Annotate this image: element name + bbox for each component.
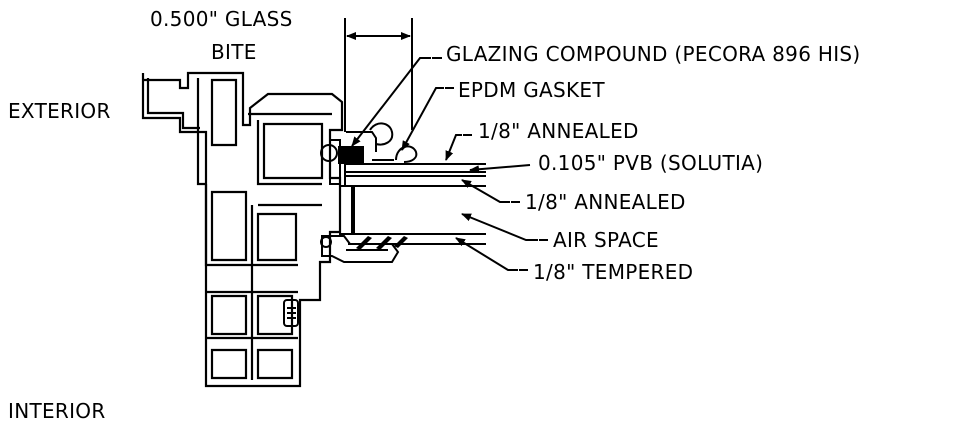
glass-bite-dimension xyxy=(344,18,413,132)
bottom-gasket-fins xyxy=(356,236,408,250)
annealed-bottom-label: 1/8" ANNEALED xyxy=(525,190,686,214)
label-dashes xyxy=(432,57,548,271)
interior-label: INTERIOR xyxy=(8,399,106,423)
glazing-compound-label: GLAZING COMPOUND (PECORA 896 HIS) xyxy=(446,42,861,66)
leaders xyxy=(351,57,538,271)
glazing-compound xyxy=(329,139,364,185)
spacer xyxy=(339,185,353,235)
bottom-gasket xyxy=(320,235,400,263)
epdm-gasket xyxy=(320,122,418,163)
glass-bite-label-line2: BITE xyxy=(211,40,257,64)
glass-lites xyxy=(344,163,486,245)
tempered-label: 1/8" TEMPERED xyxy=(533,260,693,284)
epdm-gasket-label: EPDM GASKET xyxy=(458,78,605,102)
pvb-label: 0.105" PVB (SOLUTIA) xyxy=(538,151,763,175)
exterior-label: EXTERIOR xyxy=(8,99,111,123)
annealed-top-label: 1/8" ANNEALED xyxy=(478,119,639,143)
air-space-label: AIR SPACE xyxy=(553,228,659,252)
glass-bite-label-line1: 0.500" GLASS xyxy=(150,7,293,31)
frame-profile xyxy=(141,71,344,388)
side-clip xyxy=(283,299,299,327)
